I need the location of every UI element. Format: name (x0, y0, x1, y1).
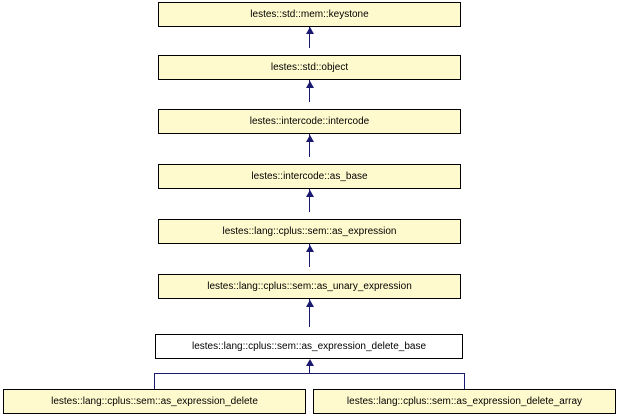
edge-object-to-keystone (309, 27, 310, 48)
arrow-deletebase-to-asunaryexpression (306, 300, 314, 307)
edge-asunaryexpression-to-asexpression (309, 244, 310, 267)
node-label: lestes::lang::cplus::sem::as_expression (222, 225, 397, 237)
arrow-asbase-to-intercode (306, 135, 314, 142)
edge-fork-stem (309, 366, 310, 373)
node-keystone[interactable]: lestes::std::mem::keystone (158, 2, 461, 27)
node-label: lestes::intercode::intercode (249, 115, 370, 127)
edge-fork-right-drop (464, 373, 465, 389)
arrow-intercode-to-object (306, 81, 314, 88)
edge-asbase-to-intercode (309, 134, 310, 157)
node-as-expression-delete-base[interactable]: lestes::lang::cplus::sem::as_expression_… (155, 334, 463, 359)
arrow-asunaryexpression-to-asexpression (306, 245, 314, 252)
node-object[interactable]: lestes::std::object (158, 55, 461, 80)
node-intercode[interactable]: lestes::intercode::intercode (158, 109, 461, 134)
edge-fork-left-drop (154, 373, 155, 389)
edge-asexpression-to-asbase (309, 189, 310, 212)
node-as-unary-expression[interactable]: lestes::lang::cplus::sem::as_unary_expre… (158, 274, 461, 299)
node-label: lestes::std::mem::keystone (250, 8, 369, 20)
edge-deletebase-to-asunaryexpression (309, 299, 310, 327)
edge-intercode-to-object (309, 80, 310, 102)
arrow-fork-to-deletebase (306, 359, 314, 366)
node-label: lestes::intercode::as_base (251, 170, 368, 182)
node-as-expression-delete-array[interactable]: lestes::lang::cplus::sem::as_expression_… (313, 389, 616, 414)
arrow-asexpression-to-asbase (306, 190, 314, 197)
node-label: lestes::lang::cplus::sem::as_expression_… (346, 395, 583, 407)
node-label: lestes::std::object (270, 61, 349, 73)
node-as-base[interactable]: lestes::intercode::as_base (158, 164, 461, 189)
node-as-expression-delete[interactable]: lestes::lang::cplus::sem::as_expression_… (3, 389, 306, 414)
node-as-expression[interactable]: lestes::lang::cplus::sem::as_expression (158, 219, 461, 244)
node-label: lestes::lang::cplus::sem::as_expression_… (51, 395, 258, 407)
arrow-object-to-keystone (306, 27, 314, 34)
node-label: lestes::lang::cplus::sem::as_expression_… (191, 340, 427, 352)
node-label: lestes::lang::cplus::sem::as_unary_expre… (207, 280, 412, 292)
edge-fork-bar (154, 373, 465, 374)
